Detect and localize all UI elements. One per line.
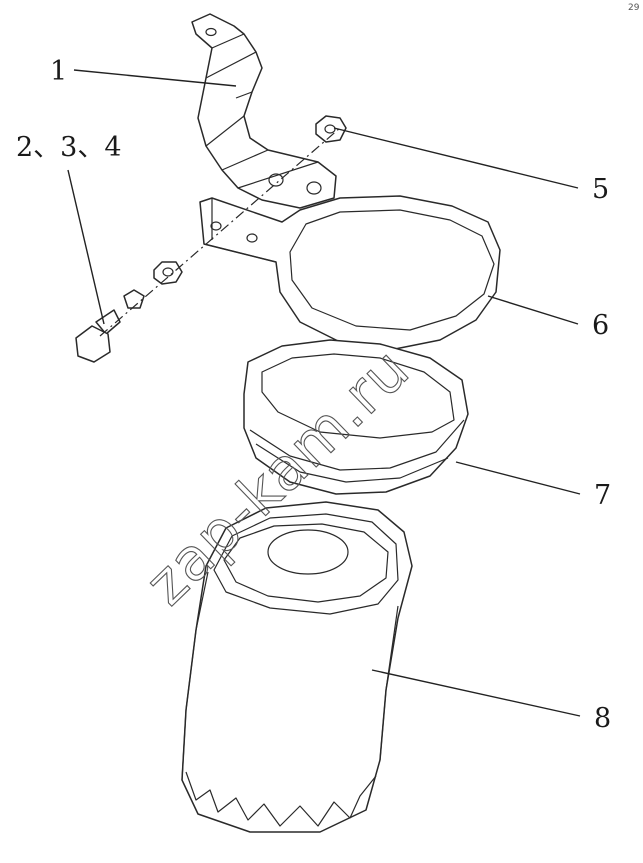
leader-7 (455, 461, 581, 495)
callout-2-3-4: 2、3、4 (16, 132, 122, 163)
leader-5 (333, 127, 579, 189)
part-7-seal-ring (243, 339, 469, 495)
callout-5: 5 (592, 174, 609, 205)
part-6-clamp-band (199, 195, 501, 351)
callout-6: 6 (592, 310, 609, 341)
leader-6 (487, 295, 579, 325)
leader-2 (67, 169, 105, 325)
assembly-axis (99, 127, 341, 337)
corner-mark: 29 (628, 3, 640, 13)
part-2-3-4-fasteners (75, 261, 183, 363)
leader-lines (67, 69, 581, 717)
callout-7: 7 (594, 480, 611, 511)
callout-8: 8 (594, 703, 611, 734)
leader-1 (73, 69, 237, 87)
callout-1: 1 (50, 56, 67, 87)
part-1-bracket (191, 13, 337, 209)
callout-labels: 1 2、3、4 5 6 7 8 (16, 56, 611, 734)
part-5-nut (315, 115, 347, 143)
leader-8 (371, 669, 581, 717)
part-8-filter-cartridge (181, 501, 413, 833)
